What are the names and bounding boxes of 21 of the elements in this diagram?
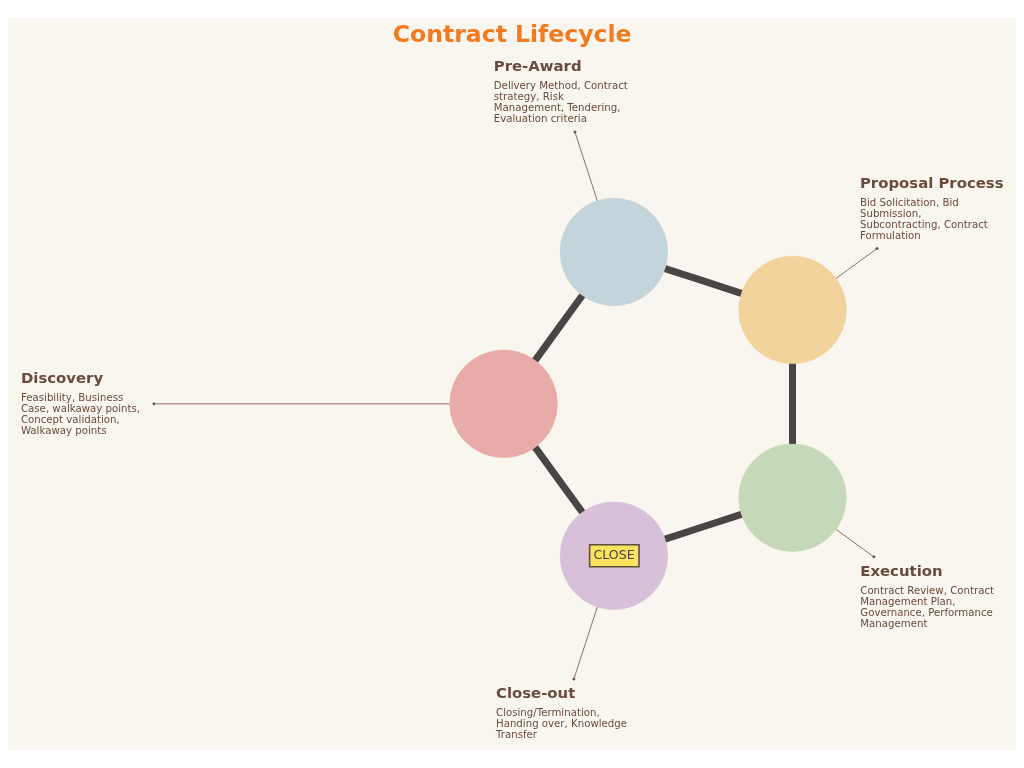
node-circle <box>738 255 847 365</box>
connector <box>532 445 586 515</box>
connector <box>573 130 598 202</box>
connector <box>835 528 876 559</box>
node-circle <box>559 197 669 307</box>
connector <box>152 402 450 406</box>
connector <box>664 511 743 543</box>
node-text: Close-out Closing/Termination, Handing over, Knowledge Transfer <box>496 684 628 741</box>
connector <box>532 293 586 363</box>
connector <box>835 247 879 279</box>
connector <box>572 606 598 681</box>
diagram-title: Contract Lifecycle <box>392 20 632 49</box>
node-text: Pre-Award Delivery Method, Contract strategy, Risk Management, Tendering, Evaluation criteria <box>493 57 628 125</box>
node-text: Proposal Process Bid Solicitation, Bid Submission, Subcontracting, Contract Formulation <box>859 174 1004 242</box>
connector <box>664 265 743 297</box>
node-circle <box>738 443 847 552</box>
node-circle: CLOSE <box>559 501 669 610</box>
node-circle <box>449 349 558 458</box>
node-text: Execution Contract Review, Contract Management Plan, Governance, Performance Management <box>860 561 994 629</box>
node-text: Discovery Feasibility, Business Case, walkaway points, Concept validation, Walkaway points <box>20 368 141 436</box>
connector <box>789 363 797 444</box>
